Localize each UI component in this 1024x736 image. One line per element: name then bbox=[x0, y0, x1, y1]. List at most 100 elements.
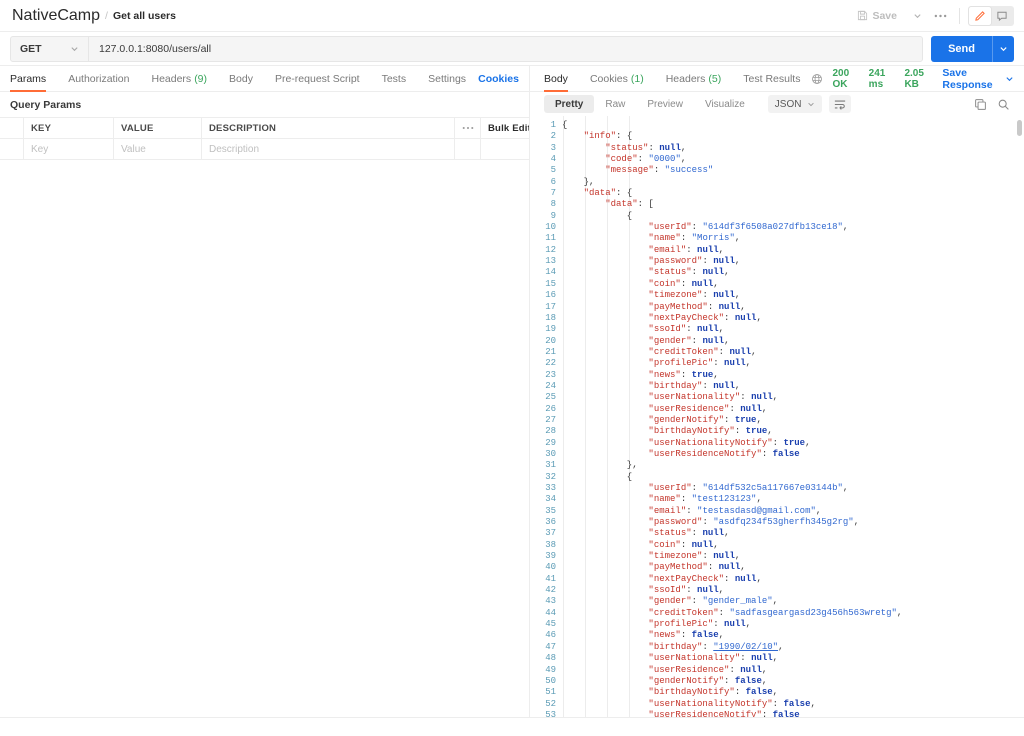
globe-icon[interactable] bbox=[811, 73, 823, 85]
save-response-label: Save Response bbox=[942, 66, 993, 91]
code-line: "userNationalityNotify": true, bbox=[648, 437, 811, 448]
code-line: "timezone": null, bbox=[648, 551, 741, 562]
table-row[interactable]: Key Value Description bbox=[0, 139, 529, 160]
line-number: 42 bbox=[545, 585, 556, 596]
wrap-lines-button[interactable] bbox=[829, 95, 852, 113]
view-mode-visualize[interactable]: Visualize bbox=[704, 98, 745, 110]
line-number: 9 bbox=[550, 210, 556, 221]
tab-params[interactable]: Params bbox=[10, 66, 57, 92]
breadcrumb-collection[interactable]: NativeCamp bbox=[12, 6, 101, 24]
code-line: "userResidence": null, bbox=[648, 664, 768, 675]
code-line: "userId": "614df532c5a117667e03144b", bbox=[648, 483, 849, 493]
line-number: 8 bbox=[550, 199, 556, 210]
cookies-link[interactable]: Cookies bbox=[478, 72, 519, 85]
code-line: "status": null, bbox=[605, 142, 687, 153]
response-json-code[interactable]: { "info": { "status": null, "code": "000… bbox=[562, 116, 1024, 717]
tab-settings[interactable]: Settings bbox=[417, 66, 477, 91]
description-input[interactable]: Description bbox=[202, 139, 455, 159]
bulk-edit-button[interactable]: Bulk Edit bbox=[488, 122, 529, 134]
line-number: 18 bbox=[545, 312, 556, 323]
code-line: "payMethod": null, bbox=[648, 301, 746, 312]
code-line: "name": "test123123", bbox=[648, 494, 762, 505]
tab-authorization[interactable]: Authorization bbox=[57, 66, 140, 91]
save-options-caret[interactable] bbox=[907, 6, 927, 26]
tab-headers[interactable]: Headers (9) bbox=[140, 66, 218, 91]
save-button-label: Save bbox=[872, 9, 897, 22]
code-line: "data": { bbox=[583, 188, 633, 199]
http-method-select[interactable]: GET bbox=[11, 36, 89, 61]
tab-response-cookies[interactable]: Cookies (1) bbox=[579, 66, 655, 91]
send-options-caret[interactable] bbox=[992, 35, 1014, 62]
line-number: 7 bbox=[550, 188, 556, 199]
line-number: 20 bbox=[545, 335, 556, 346]
line-number: 45 bbox=[545, 619, 556, 630]
line-number: 15 bbox=[545, 278, 556, 289]
code-line: "userResidenceNotify": false bbox=[648, 448, 800, 459]
view-mode-raw[interactable]: Raw bbox=[605, 98, 626, 110]
search-button[interactable] bbox=[997, 98, 1010, 111]
tab-tests[interactable]: Tests bbox=[371, 66, 418, 91]
comment-mode-button[interactable] bbox=[991, 7, 1013, 25]
line-number: 33 bbox=[545, 483, 556, 493]
tab-response-cookies-label: Cookies bbox=[589, 72, 628, 85]
wrap-lines-icon bbox=[834, 99, 846, 110]
search-icon bbox=[997, 98, 1010, 111]
line-number: 44 bbox=[545, 607, 556, 618]
tab-body[interactable]: Body bbox=[218, 66, 264, 91]
language-select[interactable]: JSON bbox=[767, 95, 823, 113]
row-options[interactable] bbox=[455, 139, 481, 159]
value-input[interactable]: Value bbox=[114, 139, 202, 159]
tab-pre-request-script[interactable]: Pre-request Script bbox=[264, 66, 371, 91]
code-line: "timezone": null, bbox=[648, 290, 741, 301]
request-url-bar: GET 127.0.0.1:8080/users/all Send bbox=[0, 32, 1024, 66]
response-tabs: Body Cookies (1) Headers (5) Test Result… bbox=[530, 66, 1024, 92]
line-number: 26 bbox=[545, 403, 556, 414]
method-url-group: GET 127.0.0.1:8080/users/all bbox=[10, 35, 924, 62]
view-mode-preview[interactable]: Preview bbox=[647, 98, 683, 110]
breadcrumb-bar: NativeCamp / Get all users Save bbox=[0, 0, 1024, 32]
tab-settings-label: Settings bbox=[428, 72, 467, 85]
line-number: 32 bbox=[545, 471, 556, 482]
line-number: 16 bbox=[545, 290, 556, 301]
send-button[interactable]: Send bbox=[948, 42, 975, 55]
code-line: "data": [ bbox=[605, 199, 654, 210]
code-line: "genderNotify": true, bbox=[648, 414, 762, 425]
tab-body-label: Body bbox=[229, 72, 253, 85]
code-line: "gender": null, bbox=[648, 335, 730, 346]
response-scrollbar[interactable] bbox=[1017, 120, 1022, 136]
key-input[interactable]: Key bbox=[24, 139, 114, 159]
table-options-button[interactable] bbox=[455, 118, 481, 138]
line-number: 17 bbox=[545, 301, 556, 312]
floppy-disk-icon bbox=[857, 10, 868, 21]
row-checkbox[interactable] bbox=[0, 139, 24, 159]
line-number: 53 bbox=[545, 709, 556, 717]
save-button[interactable]: Save bbox=[849, 5, 905, 26]
line-number: 51 bbox=[545, 687, 556, 698]
tab-test-results-label: Test Results bbox=[743, 72, 801, 85]
save-response-button[interactable]: Save Response bbox=[942, 67, 1014, 91]
more-actions-button[interactable] bbox=[929, 6, 951, 26]
view-mode-pretty[interactable]: Pretty bbox=[544, 95, 595, 113]
line-number: 40 bbox=[545, 562, 556, 573]
request-pane: Params Authorization Headers (9) Body Pr… bbox=[0, 66, 530, 717]
breadcrumb-current-request[interactable]: Get all users bbox=[112, 9, 176, 22]
tab-response-headers-count: (5) bbox=[708, 72, 722, 85]
header-checkbox-cell bbox=[0, 118, 24, 138]
tab-response-body[interactable]: Body bbox=[544, 66, 579, 92]
line-number: 1 bbox=[550, 120, 556, 130]
ellipsis-icon bbox=[462, 126, 474, 130]
copy-button[interactable] bbox=[974, 98, 987, 111]
tab-test-results[interactable]: Test Results bbox=[732, 66, 811, 91]
line-number: 35 bbox=[545, 505, 556, 516]
url-input[interactable]: 127.0.0.1:8080/users/all bbox=[99, 42, 212, 55]
line-number: 23 bbox=[545, 369, 556, 380]
tab-response-headers[interactable]: Headers (5) bbox=[655, 66, 733, 91]
line-number: 27 bbox=[545, 414, 556, 425]
code-line: "genderNotify": false, bbox=[648, 675, 768, 686]
code-line: "userNationality": null, bbox=[648, 653, 779, 664]
edit-mode-button[interactable] bbox=[969, 6, 991, 25]
line-number: 47 bbox=[545, 641, 556, 652]
breadcrumb-separator: / bbox=[105, 9, 108, 22]
line-number: 46 bbox=[545, 630, 556, 641]
